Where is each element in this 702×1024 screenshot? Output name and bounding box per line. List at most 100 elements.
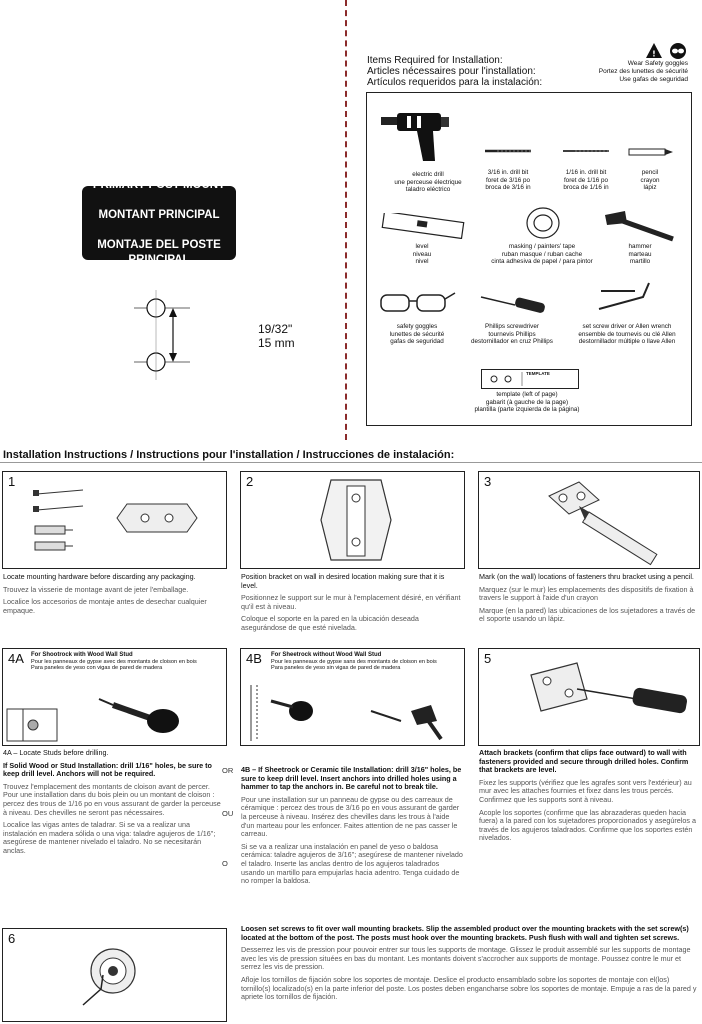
masking-tape-icon xyxy=(526,207,560,239)
screwdriver-caption: Phillips screwdriver tournevis Phillips … xyxy=(471,323,553,346)
drill-into-stud-illustration xyxy=(6,698,179,742)
step-4a-en: If Solid Wood or Stud Installation: dril… xyxy=(3,760,212,779)
wrench-caption: set screw driver or Allen wrench ensembl… xyxy=(578,323,676,346)
step-4b-note-fr: Pour les panneaux de gypse sans des mont… xyxy=(271,658,437,665)
mark-holes-illustration xyxy=(548,481,658,566)
attach-bracket-illustration xyxy=(530,662,687,714)
svg-text:!: ! xyxy=(652,50,656,59)
instructions-title: Installation Instructions / Instructions… xyxy=(3,449,455,461)
step-4b-panel: 4B For Sheetrock without Wood Wall Stud … xyxy=(240,648,465,746)
step-4b-es: Si se va a realizar una instalación en p… xyxy=(241,841,463,886)
step-3-number: 3 xyxy=(484,474,492,489)
step-2-en: Position bracket on wall in desired loca… xyxy=(241,572,445,590)
step-4a-text: 4A – Locate Studs before drilling. If So… xyxy=(3,748,225,860)
step-6-panel: 6 xyxy=(2,928,227,1022)
title-rule xyxy=(0,462,702,463)
items-required-es: Artículos requeridos para la instalación… xyxy=(367,77,543,88)
step-4a-note: For Shootrock with Wood Wall Stud Pour l… xyxy=(31,652,221,672)
hole-spacing-label: 19/32" 15 mm xyxy=(258,322,295,350)
step-4b-text: 4B – If Sheetrock or Ceramic tile Instal… xyxy=(241,765,463,890)
warning-icon xyxy=(646,43,662,58)
step-4a-es: Localice las vigas antes de taladrar. Si… xyxy=(3,820,216,855)
fold-line xyxy=(345,0,347,440)
step-1-number: 1 xyxy=(8,474,16,489)
bracket-on-wall-illustration xyxy=(320,479,392,561)
step-4a-number: 4A xyxy=(8,651,24,666)
step-5-en: Attach brackets (confirm that clips face… xyxy=(479,748,689,775)
electric-drill-icon xyxy=(381,113,449,161)
template-graphic: TEMPLATE xyxy=(481,369,579,389)
step-3-panel: 3 xyxy=(478,471,700,569)
phillips-screwdriver-icon xyxy=(480,296,545,313)
drill-caption: electric drill une perceuse électrique t… xyxy=(394,171,462,194)
step-2-es: Coloque el soporte en la pared en la ubi… xyxy=(241,614,419,632)
drill-bit-316-icon xyxy=(485,149,531,153)
template-label: TEMPLATE xyxy=(526,371,550,376)
step-6-text: Loosen set screws to fit over wall mount… xyxy=(241,924,699,1006)
step-4b-note: For Sheetrock without Wood Wall Stud Pou… xyxy=(271,652,461,672)
drill-bit-116-icon xyxy=(563,150,609,152)
tools-panel: electric drill une perceuse électrique t… xyxy=(366,92,692,426)
step-4a-note-es: Para paneles de yeso con vigas de pared … xyxy=(31,665,163,672)
safety-notice: Wear Safety goggles Portez des lunettes … xyxy=(560,60,688,84)
primary-title-fr: MONTANT PRINCIPAL xyxy=(98,209,220,221)
safety-en: Wear Safety goggles xyxy=(627,60,688,67)
drill-sheetrock-illustration xyxy=(250,685,443,741)
level-icon xyxy=(381,213,465,239)
step-4b-note-es: Para paneles de yeso sin vigas de pared … xyxy=(271,665,401,672)
step-1-panel: 1 xyxy=(2,471,227,569)
hammer-caption: hammer marteau martillo xyxy=(628,243,652,266)
hammer-icon xyxy=(605,211,674,242)
allen-wrench-icon xyxy=(598,282,650,310)
items-required-en: Items Required for Installation: xyxy=(367,55,503,66)
items-required-heading: Items Required for Installation: Article… xyxy=(367,55,542,88)
step-5-fr: Fixez les supports (vérifiez que les agr… xyxy=(479,777,692,804)
step-4a-panel: 4A For Shootrock with Wood Wall Stud Pou… xyxy=(2,648,227,746)
step-1-en: Locate mounting hardware before discardi… xyxy=(3,572,196,581)
step-2-panel: 2 xyxy=(240,471,465,569)
primary-mount-label: PRIMARY POST MOUNT MONTANT PRINCIPAL MON… xyxy=(82,179,236,266)
step-3-en: Mark (on the wall) locations of fastener… xyxy=(479,572,694,581)
step-2-fr: Positionnez le support sur le mur à l'em… xyxy=(241,593,461,611)
post-install-illustration xyxy=(82,948,136,1006)
step-6-es: Afloje los tornillos de fijación sobre l… xyxy=(241,974,697,1002)
goggles-caption: safety goggles lunettes de sécurité gafa… xyxy=(389,323,445,346)
step-1-text: Locate mounting hardware before discardi… xyxy=(3,572,225,619)
hole-spacing-mm: 15 mm xyxy=(258,336,295,350)
step-6-en: Loosen set screws to fit over wall mount… xyxy=(241,924,689,942)
step-4b-fr: Pour une installation sur un panneau de … xyxy=(241,794,460,839)
primary-title-en: PRIMARY POST MOUNT xyxy=(92,179,226,191)
pencil-icon xyxy=(628,148,673,156)
step-4b-note-en: For Sheetrock without Wood Wall Stud xyxy=(271,652,382,658)
hole-spacing-inches: 19/32" xyxy=(258,322,293,336)
items-required-fr: Articles nécessaires pour l'installation… xyxy=(367,66,536,77)
step-4b-en: 4B – If Sheetrock or Ceramic tile Instal… xyxy=(241,765,462,792)
safety-fr: Portez des lunettes de sécurité xyxy=(598,68,688,75)
step-4a-note-en: For Shootrock with Wood Wall Stud xyxy=(31,652,133,658)
step-4a-note-fr: Pour les panneaux de gypse avec des mont… xyxy=(31,658,197,665)
step-3-es: Marque (en la pared) las ubicaciones de … xyxy=(479,605,696,624)
step-6-number: 6 xyxy=(8,931,16,946)
step-4a-caption: 4A – Locate Studs before drilling. xyxy=(3,748,109,757)
step-5-panel: 5 xyxy=(478,648,700,746)
step-5-text: Attach brackets (confirm that clips face… xyxy=(479,748,697,847)
or-fr: OU xyxy=(222,809,234,818)
hole-template-diagram xyxy=(134,290,190,380)
step-3-text: Mark (on the wall) locations of fastener… xyxy=(479,572,697,628)
step-1-es: Localice los accesorios de montaje antes… xyxy=(3,597,207,615)
step-5-number: 5 xyxy=(484,651,492,666)
primary-title-es: MONTAJE DEL POSTE PRINCIPAL xyxy=(97,239,221,266)
step-4a-fr: Trouvez l'emplacement des montants de cl… xyxy=(3,781,221,817)
pencil-caption: pencil crayon lápiz xyxy=(640,169,660,192)
safety-icons: ! xyxy=(646,43,686,59)
template-caption: template (left of page) gabarit (à gauch… xyxy=(474,391,580,414)
mounting-hardware-illustration xyxy=(33,489,198,551)
tape-caption: masking / painters' tape ruban masque / … xyxy=(491,243,593,266)
safety-es: Use gafas de seguridad xyxy=(619,76,688,83)
level-caption: level niveau nivel xyxy=(412,243,432,266)
step-1-fr: Trouvez la visserie de montage avant de … xyxy=(3,584,189,594)
step-2-number: 2 xyxy=(246,474,254,489)
or-es: O xyxy=(222,859,228,868)
step-6-fr: Desserrez les vis de pression pour pouvo… xyxy=(241,945,691,972)
step-3-fr: Marquez (sur le mur) les emplacements de… xyxy=(479,584,694,603)
